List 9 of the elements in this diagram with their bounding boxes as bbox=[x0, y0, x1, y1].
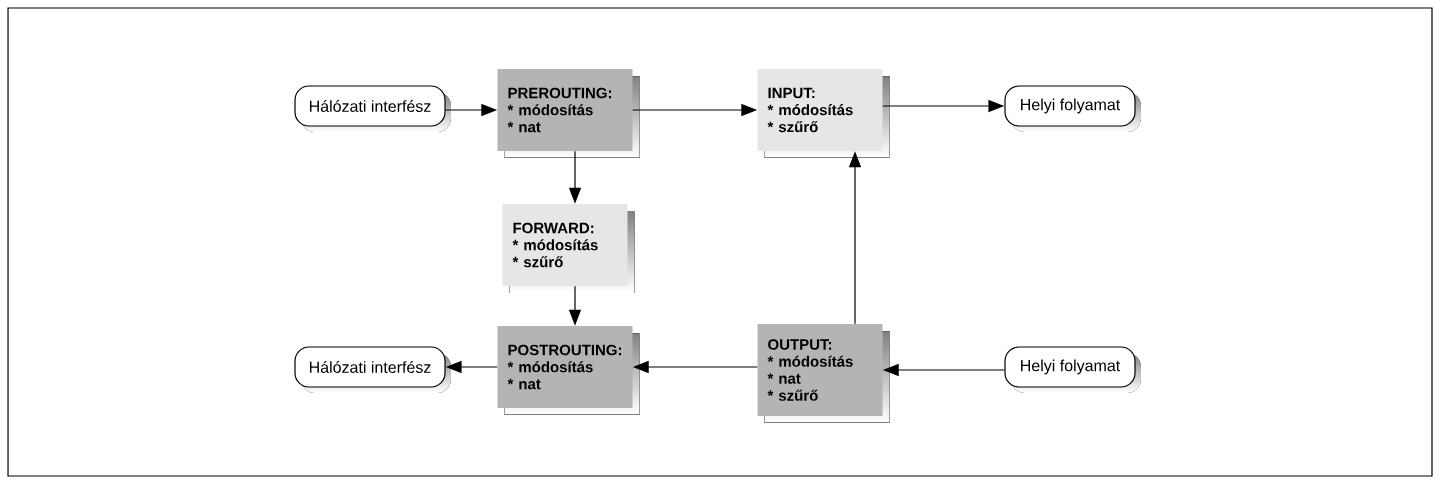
chain-box: OUTPUT: * módosítás * nat * szűrő bbox=[757, 324, 890, 423]
terminal-pill: Hálózati interfész bbox=[294, 346, 451, 393]
terminal-pill: Helyi folyamat bbox=[1004, 85, 1141, 132]
chain-box: POSTROUTING: * módosítás * nat bbox=[497, 326, 640, 415]
chain-box: FORWARD: * módosítás * szűrő bbox=[502, 204, 635, 293]
chain-box: INPUT: * módosítás * szűrő bbox=[757, 69, 890, 158]
chain-box: PREROUTING: * módosítás * nat bbox=[497, 69, 640, 158]
terminal-pill: Hálózati interfész bbox=[294, 85, 451, 132]
terminal-pill: Helyi folyamat bbox=[1004, 346, 1141, 393]
